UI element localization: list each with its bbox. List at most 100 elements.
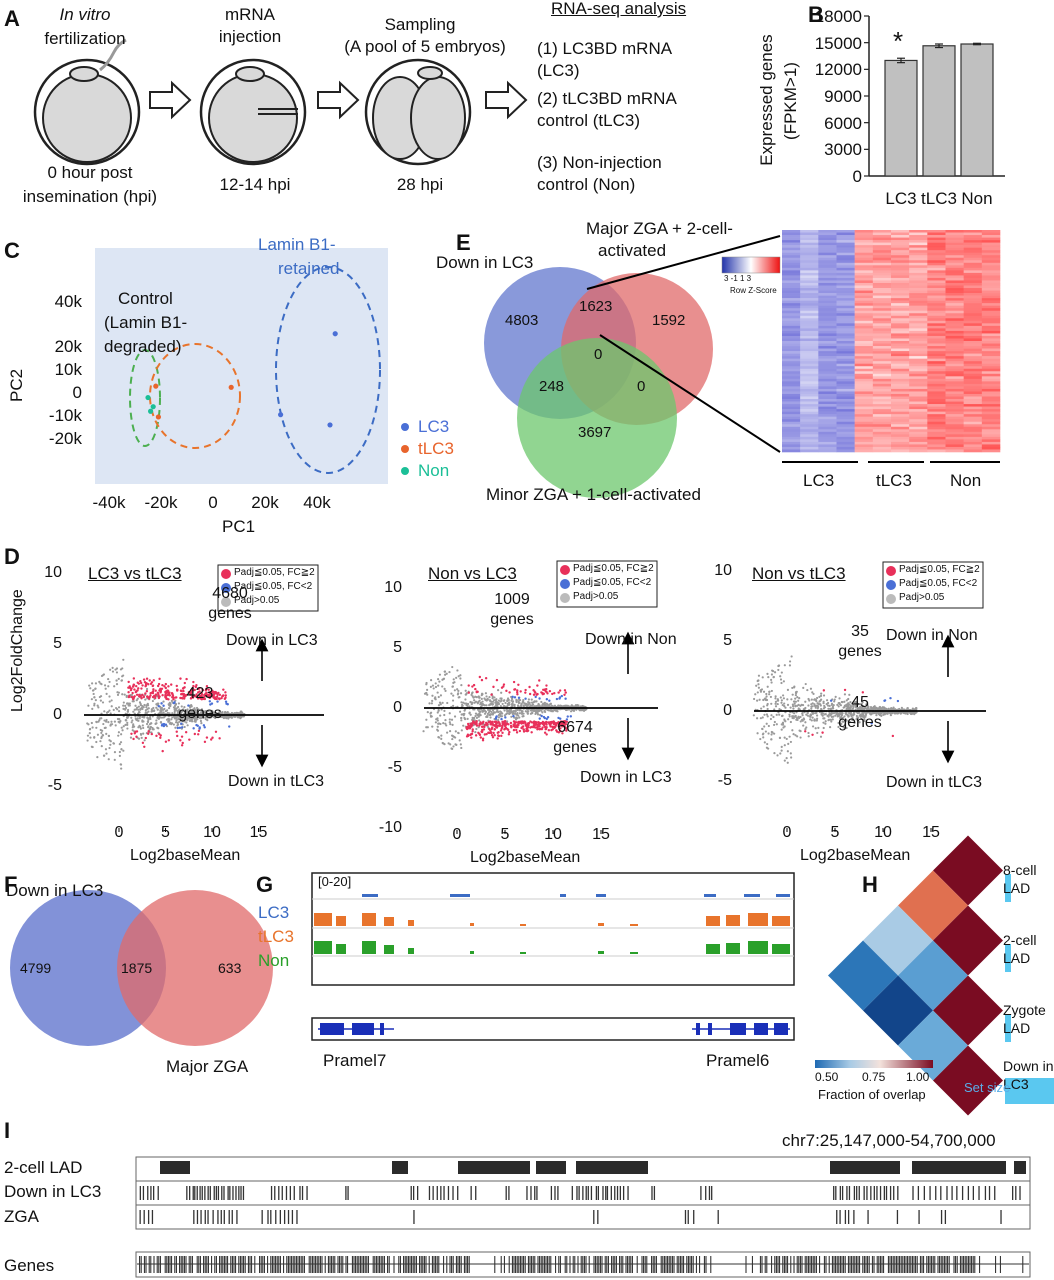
panel-d-point-down bbox=[534, 720, 537, 724]
panel-d-point-ns bbox=[784, 706, 787, 709]
panel-d-legend-marker bbox=[221, 569, 231, 579]
panel-d-point-down bbox=[482, 725, 486, 728]
panel-e-heat-cell bbox=[927, 280, 946, 284]
panel-e-heat-cell bbox=[836, 260, 855, 264]
panel-d-point-ns bbox=[484, 698, 487, 701]
panel-d-point-ns bbox=[189, 706, 192, 709]
panel-e-heat-cell bbox=[927, 290, 946, 294]
panel-d-point-ns bbox=[829, 718, 832, 721]
panel-e-heat-cell bbox=[981, 444, 1001, 448]
panel-d-point-ns bbox=[837, 705, 840, 708]
panel-e-heat-cell bbox=[800, 325, 819, 329]
panel-d-point-ns bbox=[849, 700, 852, 704]
panel-e-heat-cell bbox=[854, 388, 874, 392]
panel-d-point-ns bbox=[882, 713, 885, 716]
panel-e-heat-cell bbox=[927, 305, 946, 309]
panel-e-heat-cell bbox=[927, 325, 946, 329]
panel-e-heat-cell bbox=[963, 303, 983, 306]
panel-e-heat-cell bbox=[854, 300, 874, 304]
panel-e-heat-cell bbox=[927, 356, 946, 359]
panel-e-heat-cell bbox=[836, 391, 855, 395]
panel-d-point-ns bbox=[522, 715, 525, 718]
panel-e-heat-cell bbox=[909, 351, 928, 354]
panel-e-heat-cell bbox=[981, 421, 1001, 425]
panel-e-heat-cell bbox=[909, 335, 928, 339]
panel-e-heat-cell bbox=[818, 270, 837, 274]
panel-d-point-ns bbox=[765, 713, 769, 716]
panel-g-coverage-tlc3 bbox=[726, 915, 740, 926]
panel-e-heat-cell bbox=[872, 310, 892, 314]
panel-e-heat-cell bbox=[782, 252, 801, 256]
panel-d-point-ns bbox=[543, 701, 547, 705]
panel-e-heat-cell bbox=[891, 373, 910, 377]
panel-d-point-up bbox=[130, 695, 134, 699]
panel-e-heat-cell bbox=[945, 399, 964, 402]
panel-d-point-ns bbox=[544, 705, 547, 708]
panel-e-heat-cell bbox=[836, 426, 855, 430]
panel-d-point-ns bbox=[451, 737, 454, 741]
panel-d-point-down bbox=[135, 730, 139, 733]
panel-e-heat-cell bbox=[963, 361, 983, 365]
panel-e-heat-cell bbox=[836, 431, 855, 435]
panel-e-heat-cell bbox=[891, 391, 910, 395]
panel-e-heat-cell bbox=[963, 406, 983, 410]
panel-d-point-down bbox=[491, 720, 494, 724]
panel-d-point-ns bbox=[766, 685, 769, 688]
panel-d-point-down bbox=[507, 733, 511, 736]
panel-g-coverage-tlc3 bbox=[362, 913, 376, 926]
panel-e-heat-cell bbox=[891, 426, 910, 430]
panel-e-heat-cell bbox=[818, 358, 837, 362]
panel-d-point-ns bbox=[119, 763, 122, 766]
panel-d-point-ns bbox=[145, 687, 149, 691]
panel-d-point-ns bbox=[447, 742, 450, 745]
panel-d-point-down bbox=[489, 729, 492, 732]
panel-e-heat-cell bbox=[945, 431, 964, 435]
panel-e-heat-cell bbox=[800, 353, 819, 357]
panel-e-heat-cell bbox=[891, 411, 910, 415]
panel-d-point-ns bbox=[876, 711, 879, 714]
panel-e-heat-cell bbox=[836, 250, 855, 254]
panel-d-point-fc-small bbox=[504, 716, 507, 719]
panel-c-point bbox=[278, 412, 284, 418]
panel-e-heat-cell bbox=[854, 436, 874, 440]
panel-e-heat-cell bbox=[963, 255, 983, 259]
panel-d-point-ns bbox=[446, 731, 449, 734]
panel-e-heat-cell bbox=[981, 282, 1001, 286]
panel-e-heat-cell bbox=[782, 411, 801, 415]
panel-e-heat-cell bbox=[818, 320, 837, 324]
panel-e-heat-cell bbox=[782, 267, 801, 271]
panel-e-heat-cell bbox=[927, 353, 946, 357]
panel-d-point-up bbox=[127, 690, 130, 694]
panel-d-point-ns bbox=[465, 702, 468, 705]
panel-c-point bbox=[327, 422, 333, 428]
panel-e-heat-cell bbox=[800, 386, 819, 390]
panel-e-heat-cell bbox=[945, 285, 964, 289]
panel-e-heat-cell bbox=[782, 376, 801, 380]
panel-e-heat-cell bbox=[945, 356, 964, 359]
panel-e-heat-cell bbox=[963, 262, 983, 266]
panel-e-heat-cell bbox=[800, 315, 819, 319]
panel-e-heat-cell bbox=[872, 401, 892, 405]
panel-e-heat-cell bbox=[981, 371, 1001, 375]
panel-e-heat-cell bbox=[927, 270, 946, 274]
panel-d-point-ns bbox=[100, 717, 103, 720]
panel-g-coverage-non bbox=[336, 944, 346, 954]
panel-e-heat-cell bbox=[909, 310, 928, 314]
panel-d-point-up bbox=[133, 688, 136, 691]
panel-e-heat-cell bbox=[963, 318, 983, 322]
panel-d-point-ns bbox=[91, 707, 94, 710]
panel-i-lad-block bbox=[458, 1161, 530, 1174]
panel-e-heat-cell bbox=[782, 409, 801, 412]
panel-e-heat-cell bbox=[854, 320, 874, 324]
panel-e-heat-cell bbox=[872, 434, 892, 438]
panel-d-point-ns bbox=[95, 720, 98, 724]
panel-d-point-ns bbox=[115, 671, 119, 674]
panel-e-heat-cell bbox=[818, 240, 837, 243]
panel-e-heat-cell bbox=[909, 361, 928, 365]
panel-d-point-ns bbox=[442, 677, 446, 680]
panel-e-heat-cell bbox=[891, 409, 910, 412]
panel-e-heat-cell bbox=[963, 426, 983, 430]
panel-e-heat-cell bbox=[891, 416, 910, 420]
panel-d-point-fc-small bbox=[162, 724, 166, 728]
panel-e-heat-cell bbox=[872, 361, 892, 365]
